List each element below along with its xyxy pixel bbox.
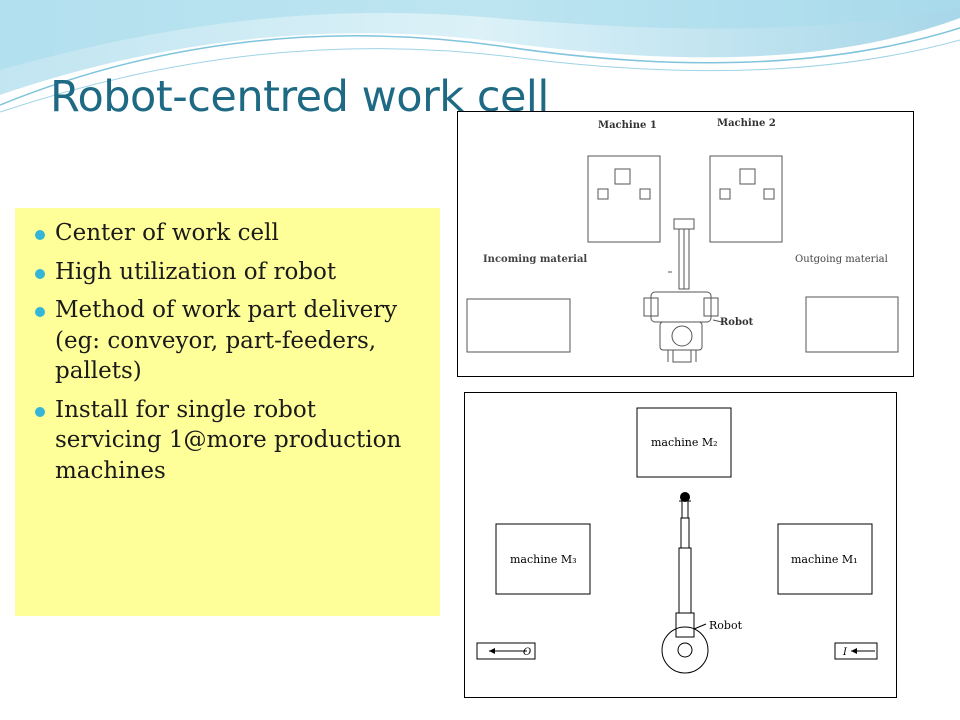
machine-1-shape bbox=[587, 155, 661, 243]
robot-schematic bbox=[661, 500, 709, 674]
bullet-text: Install for single robot servicing 1@mor… bbox=[55, 396, 402, 485]
input-conveyor-box bbox=[834, 642, 878, 660]
robot-label: Robot bbox=[720, 317, 754, 328]
machine-2-shape bbox=[709, 155, 783, 243]
bullet-item: High utilization of robot bbox=[35, 257, 426, 288]
machine-m2-label: machine M₂ bbox=[651, 436, 718, 449]
incoming-material-label: Incoming material bbox=[483, 254, 587, 265]
bullet-text: High utilization of robot bbox=[55, 258, 337, 285]
bullet-dot-icon bbox=[35, 406, 45, 417]
work-cell-sketch-drawing: Machine 1 Machine 2 Incoming material Ou… bbox=[466, 118, 899, 363]
gripper-end-icon bbox=[680, 492, 690, 502]
work-cell-schematic-drawing: machine M₂ machine M₃ machine M₁ Robot O… bbox=[476, 407, 878, 674]
robot-label: Robot bbox=[709, 619, 743, 632]
incoming-material-box bbox=[466, 298, 571, 353]
machine-m1-box bbox=[777, 523, 873, 595]
machine-2-label: Machine 2 bbox=[717, 118, 776, 129]
bullet-item: Method of work part delivery (eg: convey… bbox=[35, 295, 426, 387]
work-cell-schematic-figure: machine M₂ machine M₃ machine M₁ Robot O… bbox=[464, 392, 897, 698]
outgoing-material-box bbox=[805, 296, 899, 353]
machine-1-label: Machine 1 bbox=[598, 120, 657, 131]
work-cell-sketch-figure: Machine 1 Machine 2 Incoming material Ou… bbox=[457, 111, 914, 377]
robot-sketch bbox=[643, 218, 723, 363]
machine-m3-label: machine M₃ bbox=[510, 553, 577, 566]
bullet-item: Install for single robot servicing 1@mor… bbox=[35, 395, 426, 487]
outgoing-material-label: Outgoing material bbox=[795, 254, 888, 265]
bullet-text: Method of work part delivery (eg: convey… bbox=[55, 297, 398, 385]
bullet-dot-icon bbox=[35, 230, 45, 240]
machine-m3-box bbox=[495, 523, 591, 595]
bullet-dot-icon bbox=[35, 307, 45, 318]
machine-m1-label: machine M₁ bbox=[791, 553, 858, 566]
output-label: O bbox=[523, 647, 531, 658]
output-conveyor-box bbox=[476, 642, 536, 660]
header-wave-decoration bbox=[0, 0, 960, 113]
input-label: I bbox=[842, 647, 848, 658]
bullet-list: Center of work cell High utilization of … bbox=[35, 218, 426, 487]
bullet-dot-icon bbox=[35, 268, 45, 279]
machine-m2-box bbox=[636, 407, 732, 478]
bullet-item: Center of work cell bbox=[35, 218, 426, 249]
bullet-text: Center of work cell bbox=[55, 220, 279, 246]
bullet-box: Center of work cell High utilization of … bbox=[15, 208, 440, 616]
